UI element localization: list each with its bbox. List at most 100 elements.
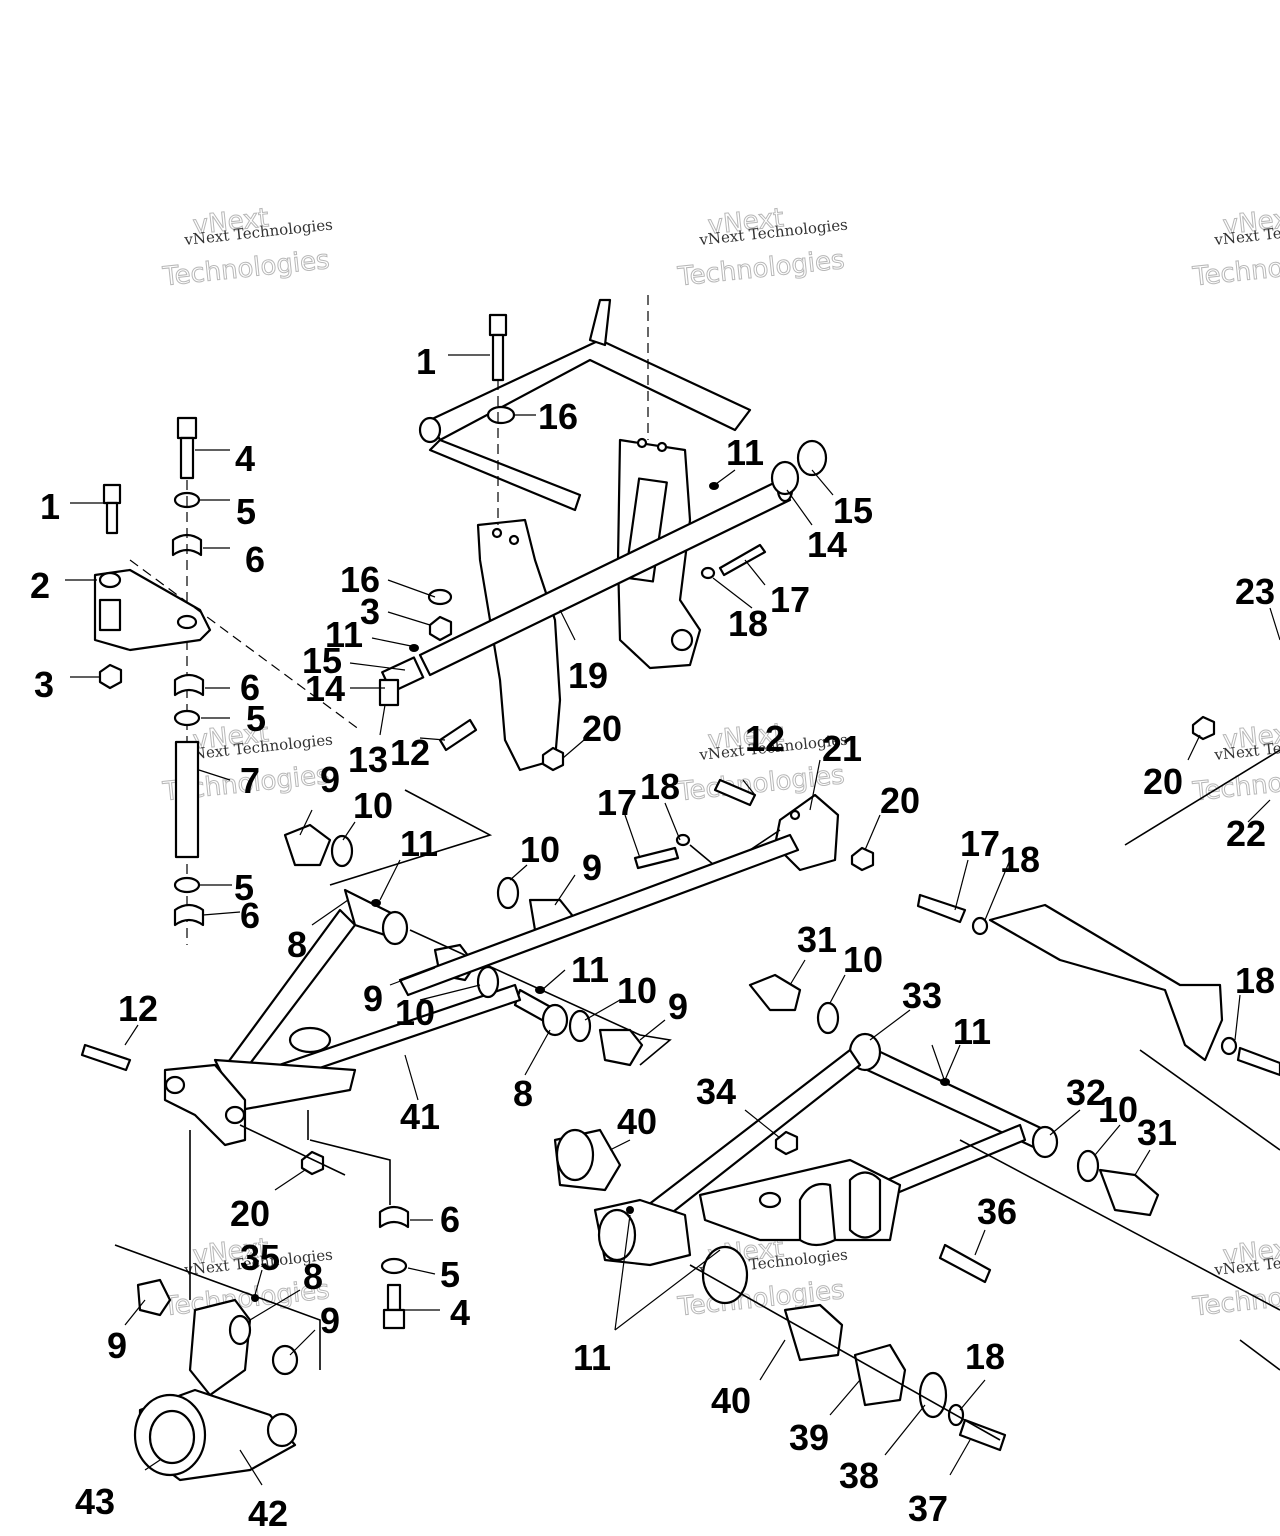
bolt-1-shank <box>105 501 119 535</box>
bushing-15 <box>796 439 828 477</box>
callout-label: 21 <box>822 728 862 769</box>
bushing-6 <box>378 1205 410 1229</box>
sleeve-40 <box>783 1303 844 1362</box>
callout-label: 6 <box>245 539 265 580</box>
callout-label: 12 <box>118 988 158 1029</box>
bolt-12 <box>713 778 757 807</box>
callout-label: 17 <box>770 579 810 620</box>
callout-label: 11 <box>726 432 764 473</box>
grease-fitting-11 <box>409 644 419 652</box>
washer-18 <box>700 566 716 580</box>
sleeve-40 <box>701 1245 749 1305</box>
callout-label: 20 <box>1143 761 1183 802</box>
callout-label: 18 <box>640 766 680 807</box>
callout-label: 31 <box>1137 1112 1177 1153</box>
watermark-text-3: Technologies <box>676 245 846 292</box>
callout-label: 8 <box>287 924 307 965</box>
callout-label: 6 <box>240 667 260 708</box>
callout-label: 10 <box>395 992 435 1033</box>
nut-3 <box>98 663 123 690</box>
callout-label: 18 <box>1000 839 1040 880</box>
bolt-17 <box>916 893 967 924</box>
callout-label: 4 <box>235 438 255 479</box>
callout-label: 16 <box>538 396 578 437</box>
callout-label: 9 <box>320 759 340 800</box>
callout-label: 12 <box>745 718 785 759</box>
callout-label: 1 <box>416 341 436 382</box>
callout-label: 33 <box>902 975 942 1016</box>
callout-label: 20 <box>880 780 920 821</box>
callout-label: 23 <box>1235 571 1275 612</box>
washer-10 <box>496 876 520 910</box>
watermark: vNext vNext Technologies Technologies <box>1190 203 1280 293</box>
bracket-21 <box>773 793 840 872</box>
callout-label: 10 <box>617 970 657 1011</box>
callout-label: 42 <box>248 1493 288 1534</box>
callout-label: 5 <box>234 867 254 908</box>
washer-10 <box>476 965 500 999</box>
callout-label: 6 <box>440 1199 460 1240</box>
callout-label: 11 <box>573 1337 611 1378</box>
nut-3 <box>428 615 453 642</box>
callout-label: 11 <box>953 1011 991 1052</box>
washer-18 <box>971 916 989 936</box>
callout-label: 12 <box>390 732 430 773</box>
callout-label: 17 <box>597 782 637 823</box>
watermark-text-3: Technologies <box>161 245 331 292</box>
nut-20 <box>1191 715 1216 741</box>
washer-38 <box>918 1371 948 1419</box>
callout-label: 31 <box>797 919 837 960</box>
callout-label: 10 <box>1098 1089 1138 1130</box>
bracket-2 <box>93 568 212 652</box>
callout-label: 20 <box>582 708 622 749</box>
callout-label: 9 <box>107 1325 127 1366</box>
callout-label: 11 <box>571 949 609 990</box>
callout-label: 38 <box>839 1455 879 1496</box>
callout-label: 2 <box>30 565 50 606</box>
callout-label: 10 <box>520 829 560 870</box>
callout-label: 18 <box>965 1336 1005 1377</box>
callout-label: 7 <box>240 760 260 801</box>
upper-a-arm <box>163 888 569 1147</box>
bolt-36 <box>938 1243 992 1284</box>
callout-label: 9 <box>320 1300 340 1341</box>
callout-label: 39 <box>789 1417 829 1458</box>
washer-10 <box>330 834 354 868</box>
bracket-right <box>988 903 1224 1062</box>
callout-label: 5 <box>440 1254 460 1295</box>
callout-label: 4 <box>450 1292 470 1333</box>
callout-label: 34 <box>696 1071 736 1112</box>
bolt-17 <box>633 846 680 870</box>
callout-label: 14 <box>305 668 345 709</box>
bushing-9 <box>283 823 332 867</box>
nut-20 <box>541 746 565 772</box>
callout-label: 9 <box>363 978 383 1019</box>
tie-rod <box>398 833 800 997</box>
hanger-bracket-left <box>476 518 562 772</box>
washer-10 <box>1076 1149 1100 1183</box>
bolt-1-head <box>102 483 122 505</box>
pivot-shaft <box>418 478 792 677</box>
washer-18 <box>1220 1036 1238 1056</box>
left-stack <box>171 416 205 945</box>
nut-20 <box>850 846 875 872</box>
watermark: vNext vNext Technologies Technologies <box>160 203 333 293</box>
bushing-31 <box>748 973 802 1012</box>
washer-18 <box>675 833 691 847</box>
callout-label: 40 <box>617 1101 657 1142</box>
bolt-12 <box>438 718 478 752</box>
callout-label: 11 <box>953 1011 991 1052</box>
callout-label: 20 <box>230 1193 270 1234</box>
callout-label: 5 <box>246 698 266 739</box>
spindle-hub <box>133 1278 299 1482</box>
callout-label: 9 <box>582 847 602 888</box>
frame-crossmember <box>418 295 752 512</box>
callout-label: 3 <box>34 664 54 705</box>
callout-label: 18 <box>728 603 768 644</box>
callout-label: 8 <box>513 1073 533 1114</box>
watermark: vNext vNext Technologies Technologies <box>675 203 848 293</box>
callout-label: 15 <box>302 640 342 681</box>
bushing-39 <box>853 1343 907 1407</box>
callout-label: 40 <box>711 1380 751 1421</box>
